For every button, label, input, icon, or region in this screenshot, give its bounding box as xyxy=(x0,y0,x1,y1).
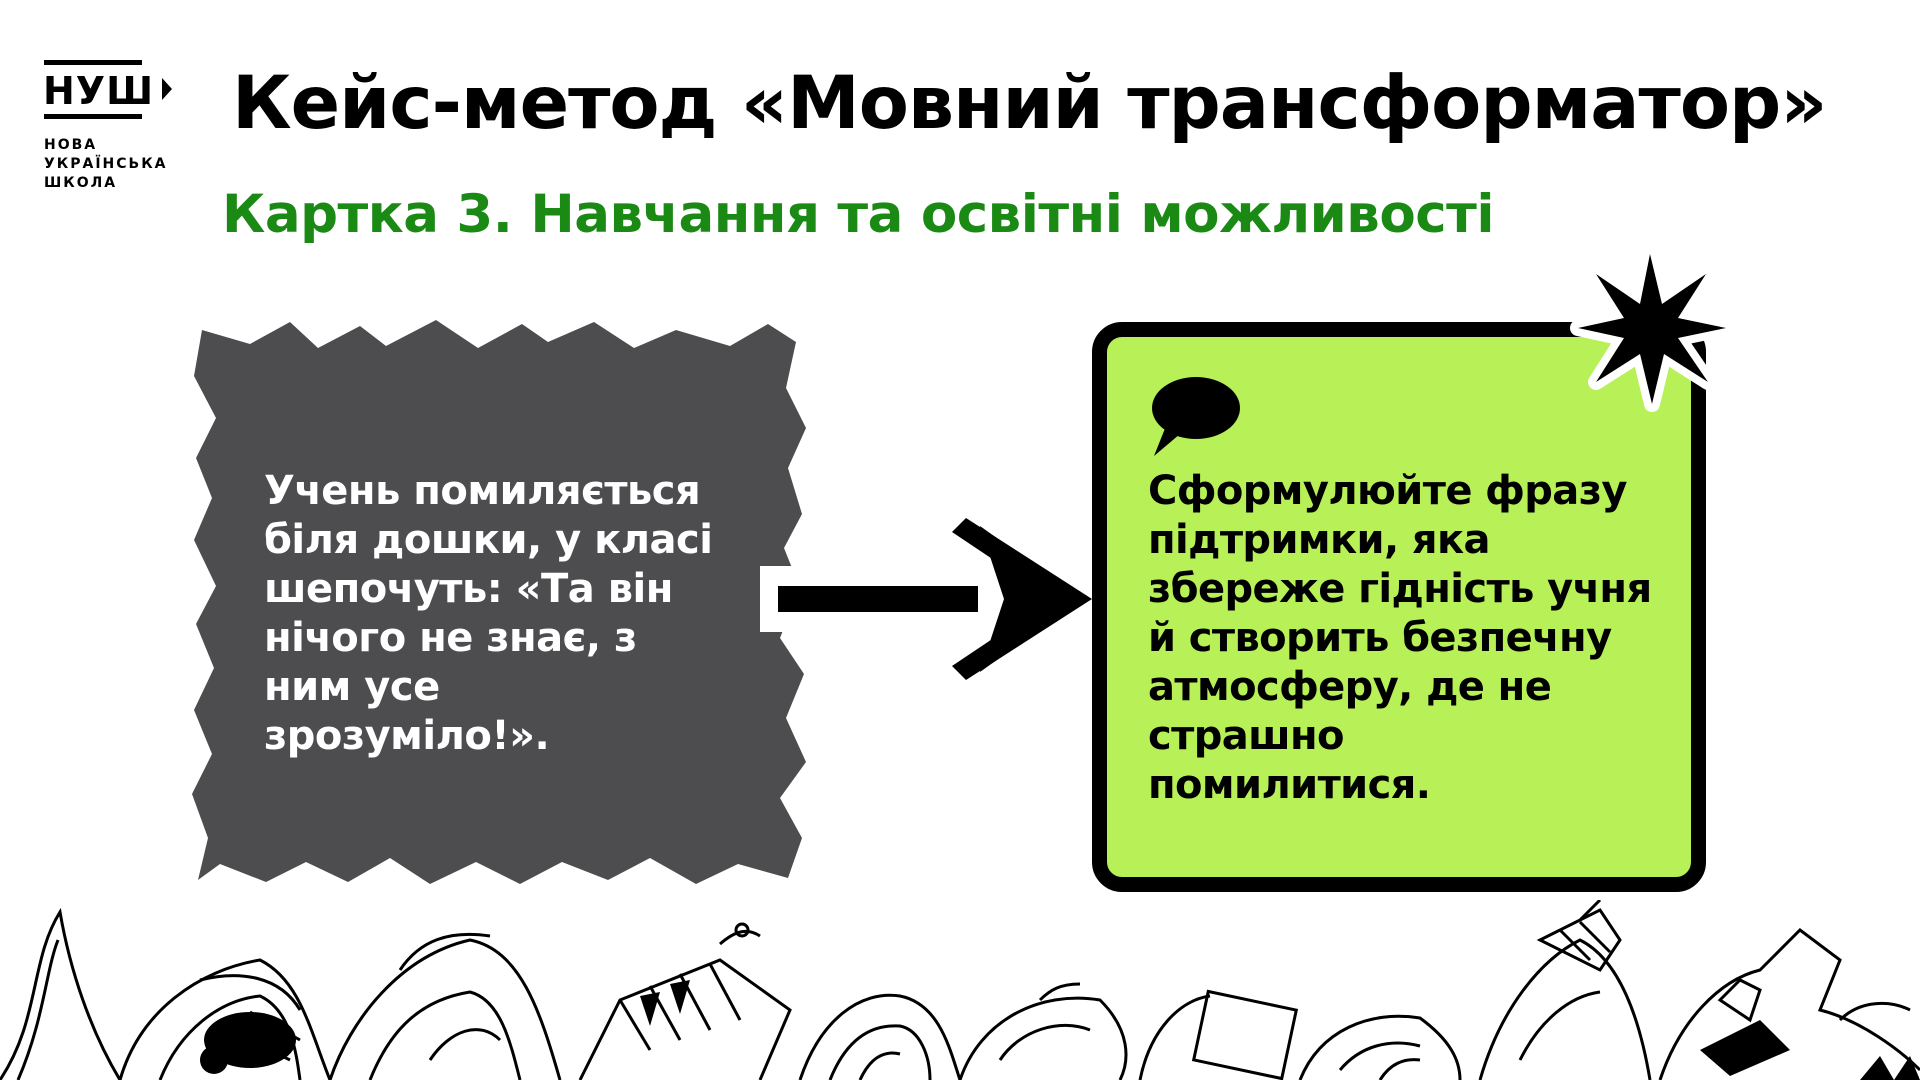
task-line: помилитися. xyxy=(1148,762,1431,808)
logo-caption-line: НОВА xyxy=(44,137,98,153)
task-line: страшно xyxy=(1148,713,1345,759)
nush-logo-icon: НУШ xyxy=(44,60,172,119)
logo-caption-line: ШКОЛА xyxy=(44,175,118,191)
task-line: підтримки, яка xyxy=(1148,517,1491,563)
page-title: Кейс-метод «Мовний трансформатор» xyxy=(232,61,1827,146)
arrow-right-icon xyxy=(760,518,1092,680)
logo-caption-line: УКРАЇНСЬКА xyxy=(44,156,168,172)
case-line: нічого не знає, з xyxy=(264,615,637,661)
doodle-border-illustration xyxy=(0,900,1920,1080)
logo-caption: НОВА УКРАЇНСЬКА ШКОЛА xyxy=(44,136,204,193)
case-line: біля дошки, у класі xyxy=(264,517,713,563)
task-description: Сформулюйте фразу підтримки, яка збереже… xyxy=(1148,467,1688,810)
speech-bubble-icon xyxy=(1152,377,1240,456)
case-card-shape xyxy=(192,320,806,884)
logo-mark: НУШ xyxy=(44,69,154,113)
case-line: шепочуть: «Та він xyxy=(264,566,673,612)
task-line: Сформулюйте фразу xyxy=(1148,468,1627,514)
task-line: й створить безпечну xyxy=(1148,615,1612,661)
task-line: збереже гідність учня xyxy=(1148,566,1652,612)
task-line: атмосферу, де не xyxy=(1148,664,1552,710)
case-description: Учень помиляється біля дошки, у класі ше… xyxy=(264,467,764,761)
case-line: ним усе xyxy=(264,664,440,710)
card-subtitle: Картка 3. Навчання та освітні можливості xyxy=(222,184,1495,245)
case-line: зрозуміло!». xyxy=(264,713,550,759)
sparkle-star-icon xyxy=(1570,246,1734,412)
case-line: Учень помиляється xyxy=(264,468,701,514)
